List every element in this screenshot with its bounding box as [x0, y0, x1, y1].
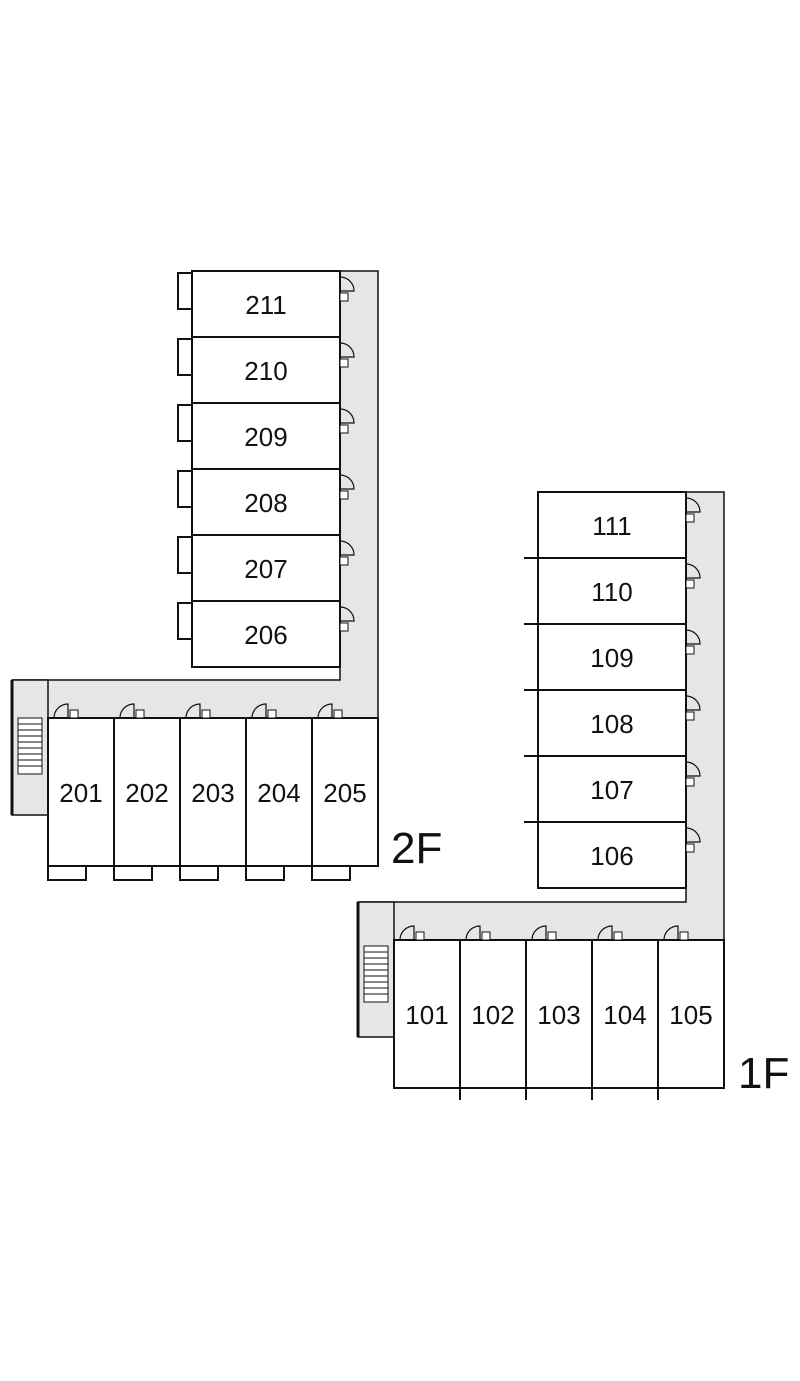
room-number: 103	[537, 1000, 580, 1030]
room-number: 111	[592, 511, 632, 541]
room-205[interactable]: 205	[311, 703, 379, 881]
room-number: 202	[125, 778, 168, 808]
room-number: 104	[603, 1000, 646, 1030]
room-111[interactable]: 111	[537, 491, 701, 559]
room-102[interactable]: 102	[459, 925, 527, 1100]
rooms-vertical-2f: 211 210 209 208	[177, 270, 355, 668]
room-107[interactable]: 107	[524, 755, 701, 823]
room-209[interactable]: 209	[177, 402, 355, 470]
room-103[interactable]: 103	[525, 925, 593, 1100]
rooms-vertical-1f: 111 110 109 108	[524, 491, 701, 889]
room-number: 105	[669, 1000, 712, 1030]
room-105[interactable]: 105	[657, 925, 725, 1089]
room-208[interactable]: 208	[177, 468, 355, 536]
room-number: 211	[245, 290, 286, 320]
room-211[interactable]: 211	[177, 270, 355, 338]
room-number: 209	[244, 422, 287, 452]
rooms-horizontal-1f: 101 102 103 104	[393, 925, 725, 1100]
room-104[interactable]: 104	[591, 925, 659, 1100]
room-101[interactable]: 101	[393, 925, 461, 1100]
room-number: 207	[244, 554, 287, 584]
rooms-horizontal-2f: 201 202 203 204	[47, 703, 379, 881]
staircase-1f	[363, 945, 389, 1003]
room-108[interactable]: 108	[524, 689, 701, 757]
room-number: 109	[590, 643, 633, 673]
room-number: 201	[59, 778, 102, 808]
room-204[interactable]: 204	[245, 703, 313, 881]
floor-2f: 211 210 209 208	[10, 270, 442, 881]
room-number: 204	[257, 778, 300, 808]
room-206[interactable]: 206	[177, 600, 355, 668]
room-202[interactable]: 202	[113, 703, 181, 881]
room-109[interactable]: 109	[524, 623, 701, 691]
room-number: 110	[591, 577, 632, 607]
floor-1f: 111 110 109 108	[356, 491, 789, 1100]
room-number: 108	[590, 709, 633, 739]
room-number: 208	[244, 488, 287, 518]
room-number: 203	[191, 778, 234, 808]
room-number: 205	[323, 778, 366, 808]
room-number: 101	[405, 1000, 448, 1030]
room-number: 210	[244, 356, 287, 386]
floor-label-1f: 1F	[738, 1049, 789, 1098]
room-203[interactable]: 203	[179, 703, 247, 881]
room-number: 102	[471, 1000, 514, 1030]
room-201[interactable]: 201	[47, 703, 115, 881]
room-210[interactable]: 210	[177, 336, 355, 404]
room-110[interactable]: 110	[524, 557, 701, 625]
room-number: 106	[590, 841, 633, 871]
room-number: 107	[590, 775, 633, 805]
staircase-2f	[17, 717, 43, 775]
room-207[interactable]: 207	[177, 534, 355, 602]
room-number: 206	[244, 620, 287, 650]
room-106[interactable]: 106	[524, 821, 701, 889]
floor-label-2f: 2F	[391, 824, 442, 873]
